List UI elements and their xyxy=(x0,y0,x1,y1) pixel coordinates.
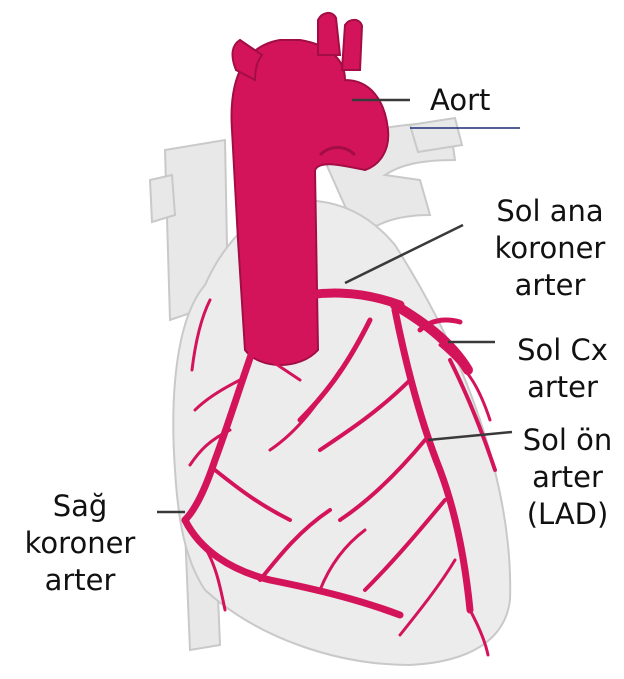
label-sol-ana-line-2: koroner xyxy=(480,230,620,267)
label-sol-ana-line-1: Sol ana xyxy=(480,193,620,230)
label-sol-cx-line-2: arter xyxy=(505,369,620,406)
label-sol-on-line-1: Sol ön xyxy=(515,422,620,459)
label-sol-on-arter-lad: Sol ön arter (LAD) xyxy=(515,422,620,533)
label-sol-cx-line-1: Sol Cx xyxy=(505,332,620,369)
label-sag-koroner-arter: Sağ koroner arter xyxy=(10,488,150,599)
label-sol-ana-line-3: arter xyxy=(480,267,620,304)
label-sol-on-line-3: (LAD) xyxy=(515,496,620,533)
label-sol-cx-arter: Sol Cx arter xyxy=(505,332,620,406)
label-sol-ana-koroner-arter: Sol ana koroner arter xyxy=(480,193,620,304)
label-sag-line-1: Sağ xyxy=(10,488,150,525)
label-aort: Aort xyxy=(430,82,490,119)
label-sag-line-3: arter xyxy=(10,562,150,599)
label-sag-line-2: koroner xyxy=(10,525,150,562)
label-sol-on-line-2: arter xyxy=(515,459,620,496)
